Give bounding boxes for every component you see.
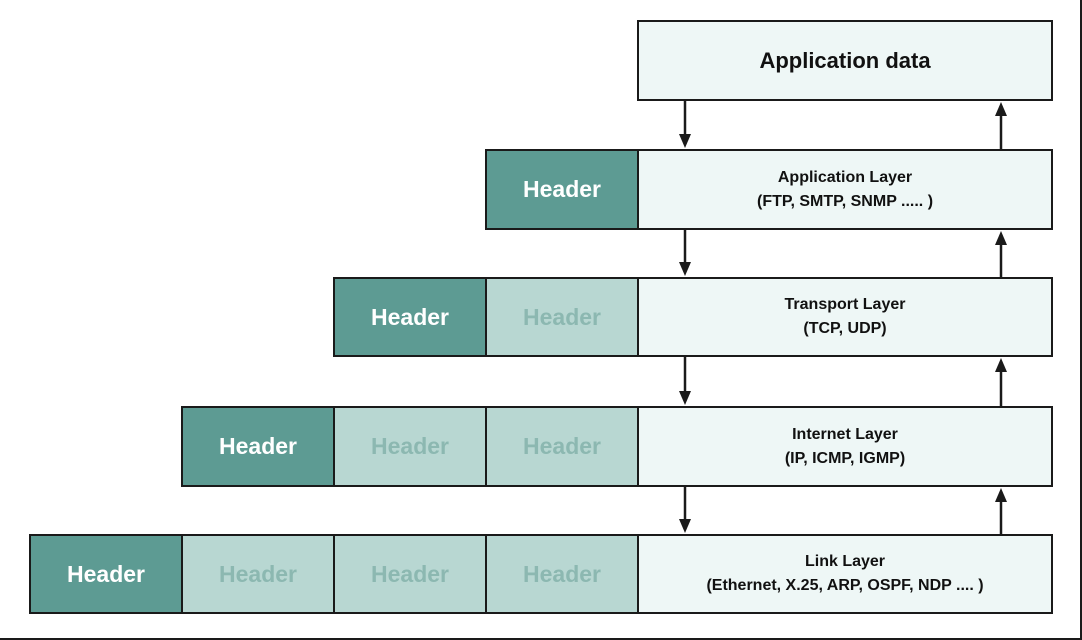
layer-name: Transport Layer bbox=[784, 296, 906, 313]
header-label: Header bbox=[219, 433, 297, 459]
down-arrow-icon bbox=[679, 357, 691, 405]
header-label: Header bbox=[371, 303, 449, 330]
layer-name: Application Layer bbox=[777, 168, 913, 186]
internet-layer-header: Header bbox=[181, 406, 335, 487]
encapsulated-header: Header bbox=[181, 534, 335, 614]
up-arrow-icon bbox=[995, 231, 1007, 277]
down-arrow-icon bbox=[679, 487, 691, 533]
application-layer-box: Application Layer (FTP, SMTP, SNMP .....… bbox=[637, 149, 1053, 230]
layer-protocols: (Ethernet, X.25, ARP, OSPF, NDP .... ) bbox=[706, 577, 984, 594]
header-label: Header bbox=[523, 560, 601, 587]
application-data-label: Application data bbox=[759, 47, 931, 73]
down-arrow-icon bbox=[679, 230, 691, 276]
up-arrow-icon bbox=[995, 102, 1007, 149]
link-layer-header: Header bbox=[29, 534, 183, 614]
transport-layer-header: Header bbox=[333, 277, 487, 357]
header-label: Header bbox=[219, 560, 297, 587]
header-label: Header bbox=[523, 433, 601, 459]
header-label: Header bbox=[371, 433, 449, 459]
transport-layer-box: Transport Layer (TCP, UDP) bbox=[637, 277, 1053, 357]
layer-name: Link Layer bbox=[804, 553, 886, 570]
encapsulated-header: Header bbox=[485, 406, 639, 487]
layer-protocols: (IP, ICMP, IGMP) bbox=[784, 449, 906, 467]
up-arrow-icon bbox=[995, 488, 1007, 534]
encapsulated-header: Header bbox=[485, 277, 639, 357]
header-label: Header bbox=[523, 176, 601, 202]
link-layer-box: Link Layer (Ethernet, X.25, ARP, OSPF, N… bbox=[637, 534, 1053, 614]
header-label: Header bbox=[523, 303, 601, 330]
application-data-box: Application data bbox=[637, 20, 1053, 101]
layer-protocols: (FTP, SMTP, SNMP ..... ) bbox=[756, 192, 934, 210]
up-arrow-icon bbox=[995, 358, 1007, 406]
application-layer-header: Header bbox=[485, 149, 639, 230]
header-label: Header bbox=[371, 560, 449, 587]
layer-name: Internet Layer bbox=[792, 425, 898, 443]
down-arrow-icon bbox=[679, 101, 691, 148]
internet-layer-box: Internet Layer (IP, ICMP, IGMP) bbox=[637, 406, 1053, 487]
header-label: Header bbox=[67, 560, 145, 587]
layer-protocols: (TCP, UDP) bbox=[803, 320, 887, 337]
encapsulated-header: Header bbox=[333, 534, 487, 614]
